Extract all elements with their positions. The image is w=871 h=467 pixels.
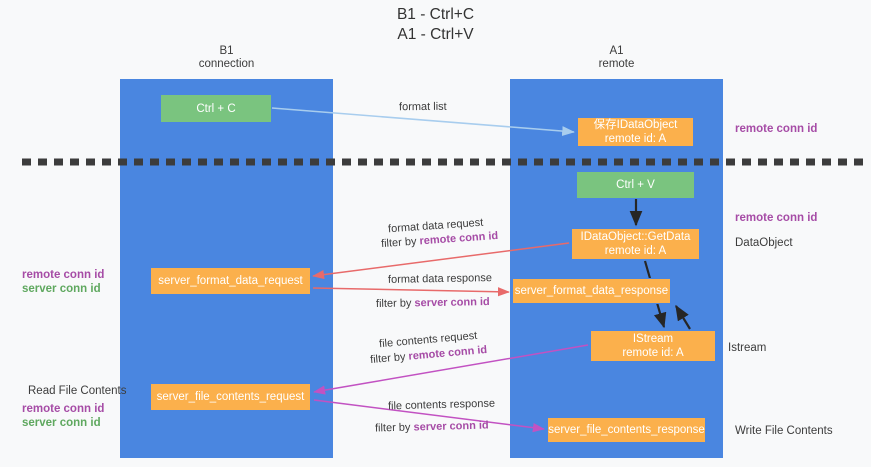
annotation-left-remote-conn-id-mid: remote conn id xyxy=(22,269,105,281)
edge-label-format-list-text: format list xyxy=(398,100,447,114)
node-ctrl-v[interactable]: Ctrl + V xyxy=(577,172,694,198)
node-save-idataobject[interactable]: 保存IDataObject remote id: A xyxy=(577,117,694,147)
edge-label-format-data-response: format data response xyxy=(388,271,492,288)
lane-header-b1: B1 connection xyxy=(198,45,255,70)
edge-label-file-contents-response-text: file contents response xyxy=(387,397,496,413)
annotation-left-remote-conn-id-bottom: remote conn id xyxy=(22,403,105,415)
annotation-istream: Istream xyxy=(728,342,767,354)
annotation-left-server-conn-id-mid: server conn id xyxy=(22,283,101,295)
node-server-format-data-response[interactable]: server_format_data_response xyxy=(512,278,671,304)
node-istream[interactable]: IStream remote id: A xyxy=(590,330,716,362)
filter-prefix: filter by xyxy=(369,350,410,367)
annotation-left-server-conn-id-bottom: server conn id xyxy=(22,417,101,429)
node-server-file-contents-request[interactable]: server_file_contents_request xyxy=(151,384,310,410)
annotation-read-file-contents: Read File Contents xyxy=(28,385,127,397)
node-ctrl-c[interactable]: Ctrl + C xyxy=(161,95,271,122)
annotation-remote-conn-id-mid: remote conn id xyxy=(735,212,818,224)
edge-format-data-response xyxy=(312,287,510,297)
filter-prefix: filter by xyxy=(375,297,415,310)
node-server-file-contents-response[interactable]: server_file_contents_response xyxy=(547,417,706,443)
annotation-remote-conn-id-top: remote conn id xyxy=(735,123,818,135)
edge-label-format-data-response-text: format data response xyxy=(387,272,493,286)
edge-label-format-list: format list xyxy=(399,100,447,115)
lane-header-a1: A1 remote xyxy=(598,45,635,70)
page-title: B1 - Ctrl+C A1 - Ctrl+V xyxy=(396,6,475,43)
node-idataobject-getdata[interactable]: IDataObject::GetData remote id: A xyxy=(571,228,700,260)
annotation-data-object: DataObject xyxy=(735,237,793,249)
edge-label-format-data-response-filter: filter by server conn id xyxy=(376,295,490,312)
annotation-write-file-contents: Write File Contents xyxy=(735,425,833,437)
node-server-format-data-request[interactable]: server_format_data_request xyxy=(151,268,310,294)
filter-key-server-conn-id: server conn id xyxy=(414,296,490,310)
filter-key-server-conn-id: server conn id xyxy=(413,419,489,434)
filter-prefix: filter by xyxy=(374,421,414,435)
edge-label-file-contents-response: file contents response xyxy=(388,397,495,415)
filter-key-remote-conn-id: remote conn id xyxy=(419,229,499,248)
edge-label-file-contents-response-filter: filter by server conn id xyxy=(375,419,489,437)
filter-prefix: filter by xyxy=(380,235,420,251)
